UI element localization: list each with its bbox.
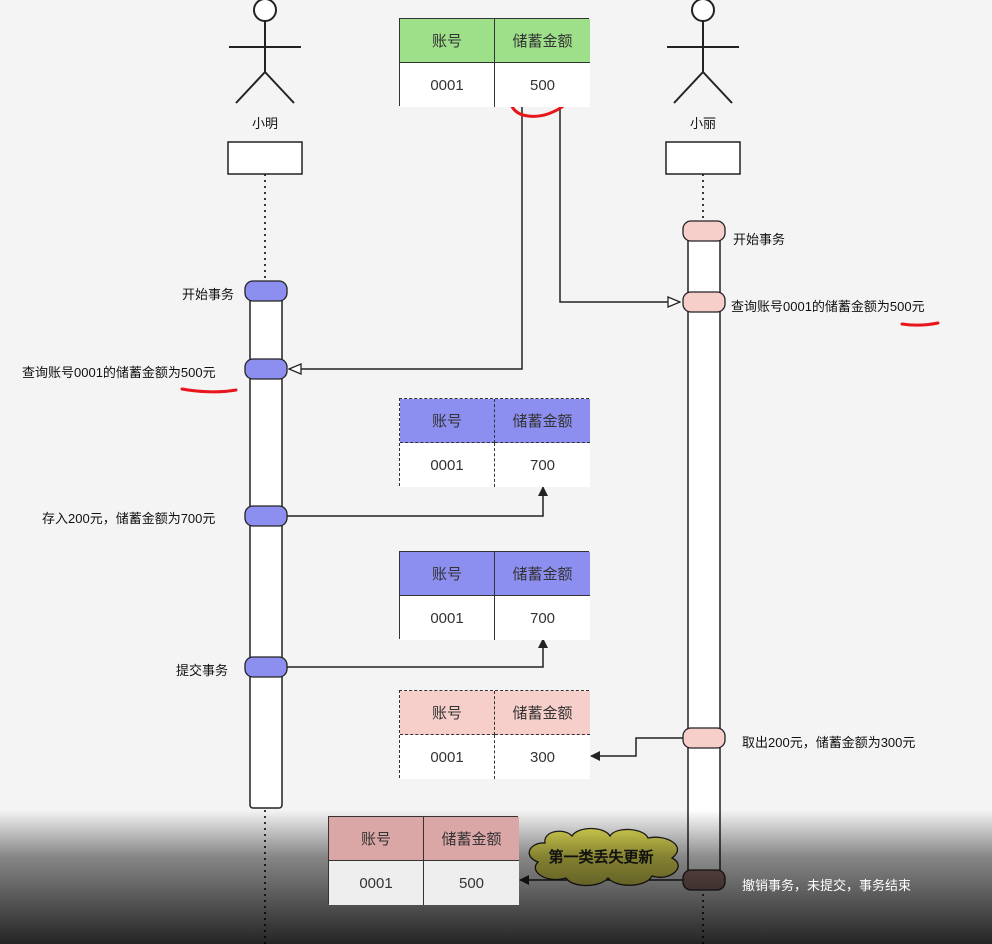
table-header-balance: 储蓄金额: [495, 19, 590, 63]
label-xiaoming-deposit: 存入200元，储蓄金额为700元: [42, 511, 216, 526]
table-header-account: 账号: [400, 691, 495, 735]
table-cell-account: 0001: [329, 861, 424, 905]
table-cell-balance: 300: [495, 735, 590, 779]
node-xiaoming-commit: [244, 656, 288, 678]
table-cell-account: 0001: [400, 63, 495, 107]
node-xiaoli-rollback: [682, 869, 726, 891]
table-cell-balance: 500: [424, 861, 519, 905]
red-annotation-underline-right: [900, 321, 940, 327]
arrow-initial-to-xiaoli-query: [559, 105, 680, 302]
label-xiaoming-commit: 提交事务: [176, 663, 229, 678]
label-xiaoli-query: 查询账号0001的储蓄金额为500元: [731, 299, 925, 314]
node-xiaoli-withdraw: [682, 727, 726, 749]
table-header-account: 账号: [329, 817, 424, 861]
label-xiaoli-rollback: 撤销事务，未提交，事务结束: [742, 878, 912, 893]
table-header-balance: 储蓄金额: [495, 399, 590, 443]
table-header-account: 账号: [400, 399, 495, 443]
table-cell-account: 0001: [400, 735, 495, 779]
node-xiaoming-deposit: [244, 505, 288, 527]
arrow-initial-to-xiaoming-query: [289, 105, 523, 369]
label-xiaoli-begin: 开始事务: [733, 232, 786, 247]
table-header-balance: 储蓄金额: [424, 817, 519, 861]
actor-xiaoming-box: [227, 141, 303, 175]
table-initial: 账号 储蓄金额 0001 500: [399, 18, 590, 107]
callout-text: 第一类丢失更新: [548, 849, 654, 866]
node-xiaoming-query: [244, 358, 288, 380]
arrow-commit-to-table: [287, 638, 548, 668]
table-after-deposit-uncommitted: 账号 储蓄金额 0001 700: [399, 398, 590, 487]
table-cell-balance: 500: [495, 63, 590, 107]
red-annotation-underline-left: [180, 387, 238, 394]
actor-xiaoli-icon: [667, 0, 739, 104]
table-header-account: 账号: [400, 552, 495, 596]
actor-xiaoming-icon: [229, 0, 301, 104]
arrow-withdraw-to-table: [590, 737, 684, 761]
table-cell-account: 0001: [400, 443, 495, 487]
arrow-deposit-to-table: [287, 486, 548, 517]
table-cell-balance: 700: [495, 596, 590, 640]
table-header-balance: 储蓄金额: [495, 552, 590, 596]
table-cell-balance: 700: [495, 443, 590, 487]
table-after-withdraw-uncommitted: 账号 储蓄金额 0001 300: [399, 690, 590, 779]
node-xiaoming-begin: [244, 280, 288, 302]
table-after-commit: 账号 储蓄金额 0001 700: [399, 551, 590, 640]
label-xiaoming-begin: 开始事务: [182, 287, 235, 302]
table-cell-account: 0001: [400, 596, 495, 640]
node-xiaoli-begin: [682, 220, 726, 242]
table-header-account: 账号: [400, 19, 495, 63]
node-xiaoli-query: [682, 291, 726, 313]
actor-name-xiaoli: 小丽: [690, 116, 717, 131]
label-xiaoli-withdraw: 取出200元，储蓄金额为300元: [742, 735, 916, 750]
label-xiaoming-query: 查询账号0001的储蓄金额为500元: [22, 365, 216, 380]
actor-xiaoli-box: [665, 141, 741, 175]
actor-name-xiaoming: 小明: [252, 116, 279, 131]
table-after-rollback: 账号 储蓄金额 0001 500: [328, 816, 519, 905]
table-header-balance: 储蓄金额: [495, 691, 590, 735]
activation-bar-xiaoli: [687, 229, 721, 883]
